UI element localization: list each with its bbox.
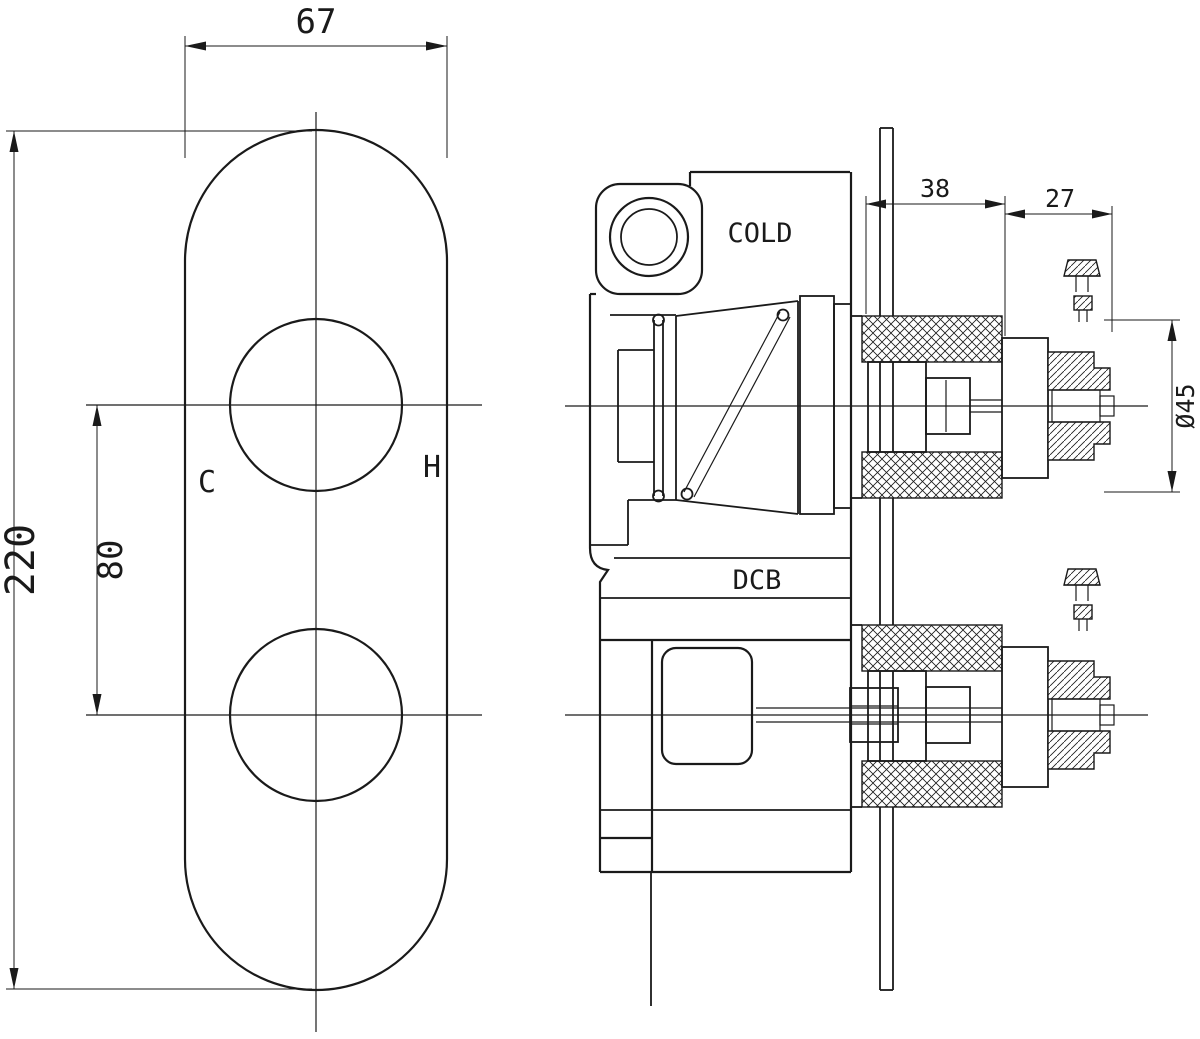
- cold-port-label: COLD: [727, 218, 792, 249]
- side-view: COLD DCB: [565, 127, 1200, 1006]
- front-centerlines: [86, 112, 482, 1032]
- top-valve-assembly: [861, 259, 1115, 499]
- internal-mechanism: [617, 295, 852, 766]
- front-view: 67 220 80 C H: [0, 2, 482, 1032]
- dcb-label: DCB: [733, 565, 782, 596]
- dim-width-text: 67: [296, 2, 337, 42]
- dim-spacing-text: 80: [91, 540, 131, 581]
- cold-inlet-outer-circle: [608, 196, 690, 278]
- bottom-hex-nut: [849, 687, 899, 743]
- cold-inlet-boss: [594, 182, 704, 296]
- top-mounting-nut-lower: [861, 451, 1003, 499]
- cold-inlet-port: [594, 182, 704, 296]
- dim-wall-depth: 38: [865, 174, 1006, 336]
- dim-trim-depth: 27: [1005, 184, 1113, 332]
- wall-plate: [879, 127, 894, 991]
- bottom-valve-assembly: [756, 568, 1115, 808]
- bottom-trim-cap: [1001, 646, 1049, 788]
- dim-trim-diameter: Ø45: [1104, 319, 1200, 493]
- bottom-fixing-screws: [1063, 568, 1101, 631]
- hot-handle-label: H: [423, 450, 441, 485]
- cold-handle-label: C: [198, 465, 216, 500]
- lower-chamber-block: [660, 646, 754, 766]
- dim-38-text: 38: [920, 174, 950, 203]
- dim-height-text: 220: [0, 524, 44, 596]
- cold-inlet-bore-circle: [620, 208, 678, 266]
- bottom-mounting-nut-lower: [861, 760, 1003, 808]
- dim-27-text: 27: [1045, 184, 1075, 213]
- valve-body-outline: [588, 170, 862, 1006]
- dim-center-spacing: 80: [91, 405, 131, 715]
- dim-height: 220: [0, 130, 312, 990]
- bottom-mounting-nut-upper: [861, 624, 1003, 672]
- top-trim-cap: [1001, 337, 1049, 479]
- dim-width: 67: [184, 2, 448, 158]
- dim-diameter-text: Ø45: [1171, 383, 1200, 428]
- top-mounting-nut-upper: [861, 315, 1003, 363]
- top-fixing-screws: [1063, 259, 1101, 322]
